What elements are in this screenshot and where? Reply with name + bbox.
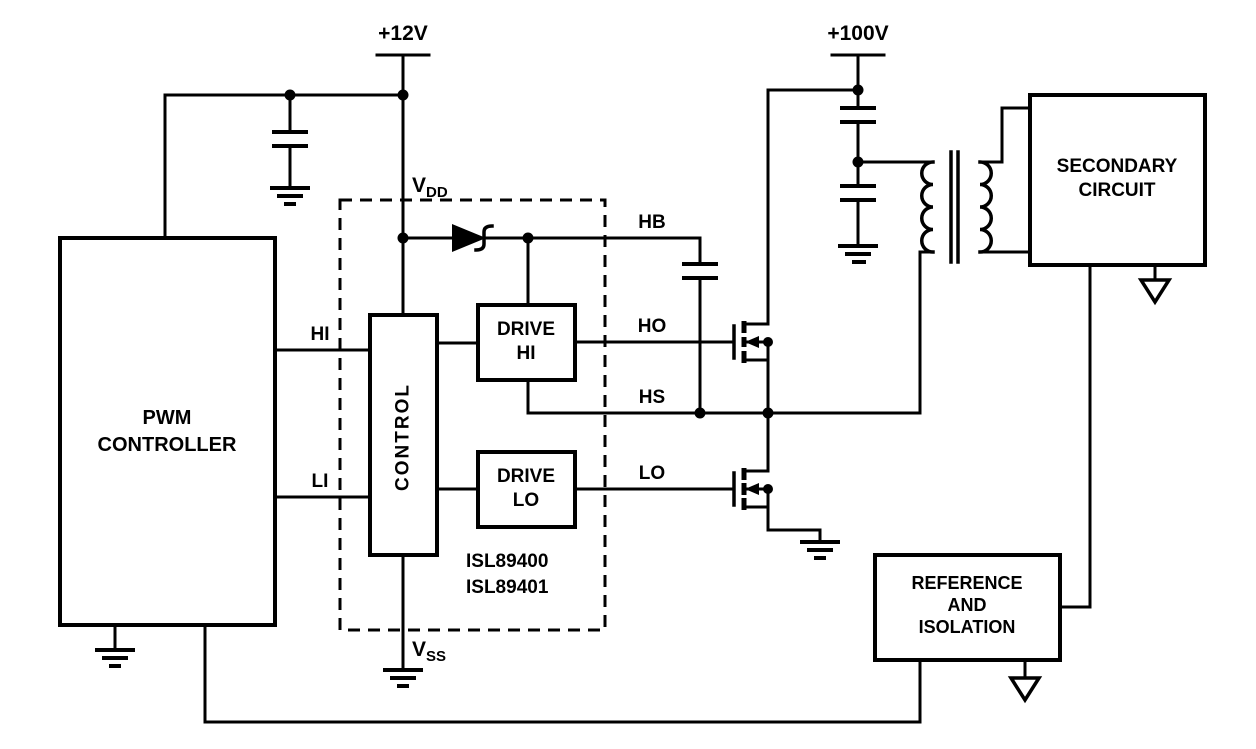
chassis-ground-secondary-icon [1137, 278, 1173, 306]
pin-hi-label: HI [311, 324, 330, 345]
junction-dot [852, 156, 864, 168]
q1-body-arrow-icon [745, 336, 759, 348]
transformer-primary-coil [920, 160, 935, 254]
pwm-label-line2: CONTROLLER [98, 434, 237, 456]
diode-schottky-bar [474, 224, 494, 252]
vdd-label: VDD [412, 174, 448, 201]
ground-symbol-pwm [95, 648, 135, 668]
ground-symbol-bypass-cap [270, 186, 310, 206]
pin-li-label: LI [312, 471, 329, 492]
ic-boundary-dashed-box [338, 198, 607, 632]
junction-dot [284, 89, 296, 101]
wire-100v-net [830, 53, 935, 248]
part-number-2: ISL89401 [466, 577, 549, 598]
control-box [368, 313, 439, 557]
pin-hs-label: HS [639, 387, 665, 408]
drive-lo-box [476, 450, 577, 529]
bus-capacitor-bottom-symbol [840, 184, 876, 202]
wire-q1-source [742, 340, 770, 415]
pwm-label-line1: PWM [143, 407, 192, 429]
junction-dot [852, 84, 864, 96]
wire-hs-net [526, 250, 935, 415]
wire-hb-net [484, 236, 702, 307]
drive-hi-label-line2: HI [517, 343, 536, 364]
vss-sub: SS [426, 648, 446, 665]
mosfet-q2-symbol [732, 468, 770, 510]
junction-dot [397, 232, 409, 244]
reference-label-line2: AND [948, 595, 987, 615]
drive-lo-label-line2: LO [513, 490, 539, 511]
reference-label-line1: REFERENCE [911, 573, 1022, 593]
transformer-secondary-coil [978, 160, 993, 254]
bootstrap-capacitor-symbol [682, 262, 718, 280]
wire-q1-drain [742, 88, 860, 326]
pin-hb-label: HB [638, 212, 665, 233]
labels: +12V +100V VDD VSS HI LI HB HO HS LO PWM… [98, 22, 1178, 665]
junction-dot [762, 407, 774, 419]
drive-hi-box [476, 303, 577, 382]
bypass-capacitor-symbol [272, 130, 308, 148]
supply-100v-label: +100V [827, 22, 888, 45]
reference-isolation-box [873, 553, 1062, 662]
bootstrap-diode-symbol [452, 224, 494, 252]
junction-dot [763, 484, 773, 494]
secondary-label-line1: SECONDARY [1057, 156, 1178, 177]
reference-label-line3: ISOLATION [919, 617, 1016, 637]
supply-12v-label: +12V [378, 22, 428, 45]
ground-symbol-bus-caps [838, 244, 878, 264]
chassis-ground-reference-icon [1007, 676, 1043, 704]
secondary-label-line2: CIRCUIT [1078, 180, 1155, 201]
junction-dot [397, 89, 409, 101]
wire-secondary-leads [978, 106, 1032, 254]
ground-symbol-vss [383, 668, 423, 688]
diode-anode-triangle [452, 224, 486, 252]
mosfet-q1-symbol [732, 321, 770, 363]
secondary-circuit-box [1028, 93, 1207, 267]
wires [113, 53, 1157, 724]
vdd-main: V [412, 174, 426, 197]
ground-symbols [95, 186, 878, 688]
wire-q2-drain [742, 411, 770, 473]
capacitors [272, 106, 876, 280]
junction-dots [284, 84, 864, 494]
vss-label: VSS [412, 638, 446, 665]
vdd-sub: DD [426, 184, 448, 201]
junction-dot [522, 232, 534, 244]
wire-q2-source [742, 487, 822, 544]
ground-symbol-q2-source [800, 540, 840, 560]
vss-main: V [412, 638, 426, 661]
q2-body-arrow-icon [745, 483, 759, 495]
transformer-core [949, 150, 960, 264]
bus-capacitor-top-symbol [840, 106, 876, 124]
part-number-1: ISL89400 [466, 551, 548, 572]
pwm-controller-box [58, 236, 277, 627]
pin-ho-label: HO [638, 316, 667, 337]
drive-lo-label-line1: DRIVE [497, 466, 555, 487]
junction-dot [763, 337, 773, 347]
wire-feedback [203, 623, 922, 724]
junction-dot [694, 407, 706, 419]
wire-secondary-to-reference [1058, 263, 1092, 609]
pin-lo-label: LO [639, 463, 665, 484]
transformer-symbol [920, 150, 993, 264]
control-label: CONTROL [393, 383, 414, 491]
wire-vdd-net [163, 53, 454, 317]
drive-hi-label-line1: DRIVE [497, 319, 555, 340]
